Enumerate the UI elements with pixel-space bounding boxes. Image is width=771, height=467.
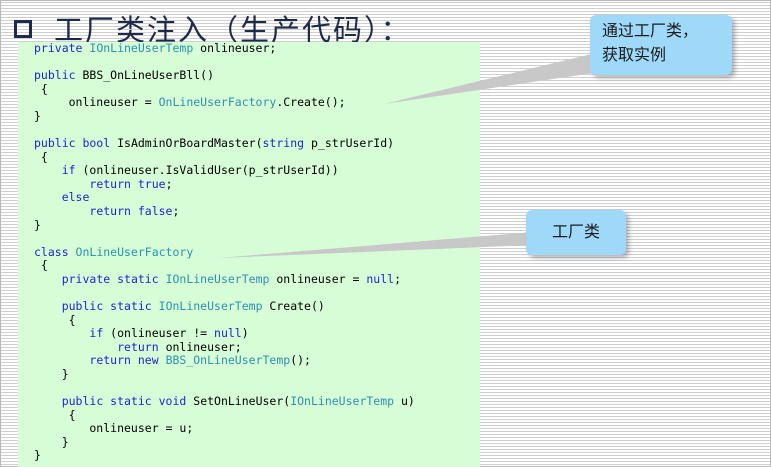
code-token: else [61,190,90,205]
callout-1-pointer [384,52,614,104]
code-token: public [34,68,83,83]
code-token: p_strUserId) [310,136,395,151]
code-line: return onlineuser; [34,339,415,355]
code-line: if (onlineuser != null) [34,326,415,341]
code-line: { [34,81,415,97]
code-token: onlineuser; [165,339,242,354]
code-token: } [34,108,41,123]
code-token: onlineuser; [193,41,277,55]
code-line: onlineuser = u; [34,421,415,436]
code-token: public static [61,298,159,313]
code-token: OnLineUserFactory [158,95,277,110]
code-token: class [34,244,76,259]
code-token: (); [290,353,311,368]
code-token: ; [394,271,401,286]
code-token: .Create(); [276,95,346,110]
code-line: return true; [34,176,415,192]
code-token: } [34,366,69,381]
code-line: } [34,366,415,382]
code-token: (onlineuser != [110,326,215,341]
code-token: u) [394,394,415,409]
code-token: onlineuser = u; [34,421,194,436]
code-line: { [34,258,415,273]
code-token: IOnLineUserTemp [290,394,395,409]
code-token: { [34,149,48,164]
code-token: onlineuser = [269,271,367,286]
code-token: return [117,339,166,354]
code-token: null [214,326,242,341]
code-line: public BBS_OnLineUserBll() [34,68,415,83]
code-token: OnLineUserFactory [75,244,194,259]
title-row: 工厂类注入（生产代码）： [14,8,412,48]
code-token: } [34,448,41,463]
code-line: } [34,217,415,233]
code-panel: private IOnLineUserTemp onlineuser; publi… [18,41,480,467]
code-line: { [34,312,415,328]
callout-line: 获取实例 [602,45,667,64]
code-token: private [34,41,90,55]
callout-factory-class: 工厂类 [526,210,626,255]
code-token: string [262,136,311,151]
code-line: return new BBS_OnLineUserTemp(); [34,354,415,368]
code-token: if [89,326,111,341]
code-line: } [34,434,415,450]
callout-line: 工厂类 [551,222,600,241]
code-line: return false; [34,203,415,219]
code-line: private static IOnLineUserTemp onlineuse… [34,271,415,287]
code-token: } [34,217,41,232]
callout-line: 通过工厂类， [602,21,699,40]
code-token: { [34,407,76,422]
code-token: IsAdminOrBoardMaster( [117,136,263,151]
code-line: } [34,108,415,124]
code-token: return false [89,203,173,218]
code-token: } [34,434,69,449]
code-line: public static IOnLineUserTemp Create() [34,298,415,314]
code-line: onlineuser = OnLineUserFactory.Create(); [34,96,415,110]
code-token: IOnLineUserTemp [158,298,263,313]
callout-2-pointer [218,232,533,258]
callout-factory-instance: 通过工厂类， 获取实例 [590,15,732,75]
code-token: Create() [262,298,325,313]
code-token: IOnLineUserTemp [165,271,270,286]
code-token: return new [89,353,166,368]
code-line: { [34,149,415,165]
code-token: ) [241,326,249,341]
code-line: class OnLineUserFactory [34,244,415,260]
code-line: public bool IsAdminOrBoardMaster(string … [34,136,415,151]
code-token: IOnLineUserTemp [89,41,194,55]
code-token: public bool [34,136,118,151]
code-token: (onlineuser.IsValidUser(p_strUserId)) [82,163,339,178]
code-line: } [34,449,415,463]
code-token: SetOnLineUser( [193,394,291,409]
code-line: if (onlineuser.IsValidUser(p_strUserId)) [34,163,415,178]
code-token: ; [172,203,180,218]
code-token: { [34,81,48,96]
code-token: BBS_OnLineUserTemp [165,353,291,368]
code-line: { [34,407,415,423]
code-token: null [366,271,395,286]
code-token: public static void [61,394,194,409]
code-token: private static [61,271,166,286]
code-token: ; [165,176,173,191]
code-listing: private IOnLineUserTemp onlineuser; publi… [34,41,415,463]
code-line: public static void SetOnLineUser(IOnLine… [34,394,415,409]
code-token: { [34,258,48,273]
code-token: if [61,163,83,178]
hollow-square-bullet-icon [14,20,32,38]
code-token: BBS_OnLineUserBll() [82,68,215,83]
code-token: { [34,312,76,327]
code-line: else [34,191,415,205]
code-line: private IOnLineUserTemp onlineuser; [34,41,415,56]
code-token: return true [89,176,166,191]
code-token: onlineuser = [34,95,159,110]
slide-title: 工厂类注入（生产代码）： [54,13,412,47]
